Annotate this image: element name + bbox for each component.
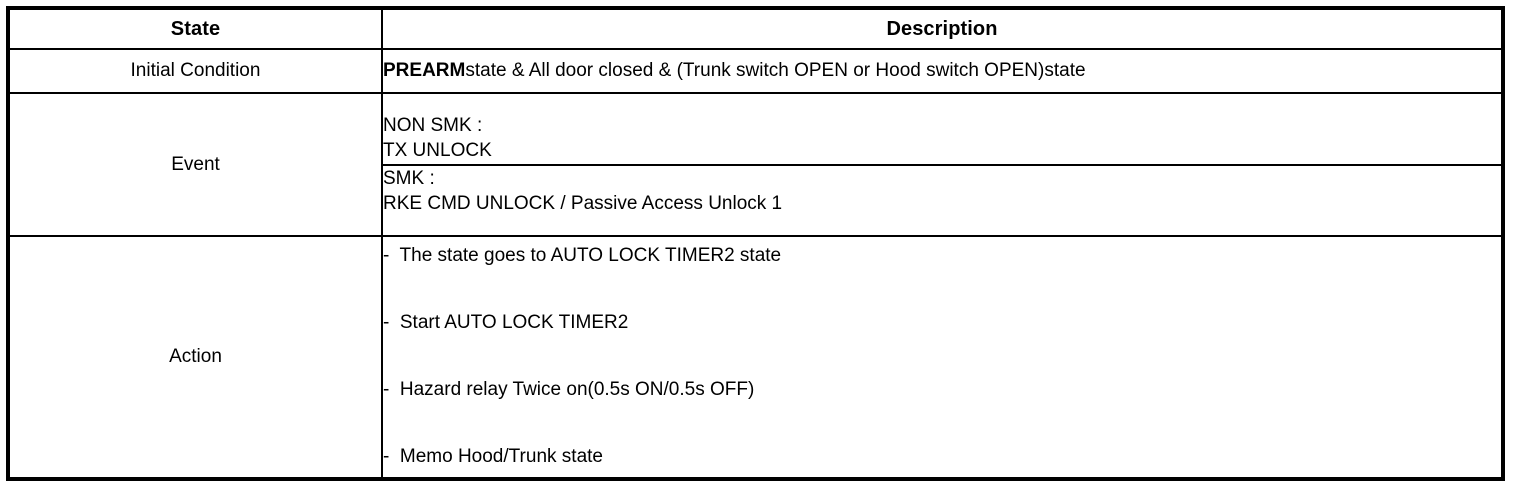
action-item: - Start AUTO LOCK TIMER2 [383, 312, 629, 334]
table-header-row: State Description [7, 7, 1504, 50]
row-description-action: - The state goes to AUTO LOCK TIMER2 sta… [381, 234, 1504, 481]
event-smk-cell: SMK : RKE CMD UNLOCK / Passive Access Un… [383, 164, 1501, 216]
row-description-event: NON SMK : TX UNLOCK SMK : RKE CMD UNLOCK… [381, 92, 1504, 237]
event-smk-detail: RKE CMD UNLOCK / Passive Access Unlock 1 [383, 192, 783, 214]
event-smk-title: SMK : [383, 167, 435, 189]
event-sub-table: NON SMK : TX UNLOCK SMK : RKE CMD UNLOCK… [383, 113, 1501, 216]
initial-condition-state-term: PREARM [383, 59, 466, 81]
table-row-event: Event NON SMK : TX UNLOCK SMK : [7, 92, 1504, 237]
initial-condition-description-text: state & All door closed & (Trunk switch … [465, 59, 1086, 81]
column-header-state: State [7, 7, 383, 50]
column-header-description: Description [381, 7, 1504, 50]
action-item: - Memo Hood/Trunk state [383, 445, 603, 467]
event-non-smk-cell: NON SMK : TX UNLOCK [383, 113, 1501, 166]
event-sub-row-smk: SMK : RKE CMD UNLOCK / Passive Access Un… [383, 164, 1501, 216]
action-item: - The state goes to AUTO LOCK TIMER2 sta… [383, 245, 782, 267]
event-non-smk-title: NON SMK : [383, 115, 483, 137]
row-label-action: Action [7, 234, 383, 481]
table-row-initial-condition: Initial Condition PREARMstate & All door… [7, 47, 1504, 95]
row-label-event: Event [7, 92, 383, 237]
action-item-list: - The state goes to AUTO LOCK TIMER2 sta… [383, 245, 1501, 468]
row-label-initial-condition: Initial Condition [7, 47, 383, 95]
event-non-smk-detail: TX UNLOCK [383, 140, 492, 162]
action-item: - Hazard relay Twice on(0.5s ON/0.5s OFF… [383, 378, 755, 400]
row-description-initial-condition: PREARMstate & All door closed & (Trunk s… [381, 47, 1504, 95]
table-row-action: Action - The state goes to AUTO LOCK TIM… [7, 234, 1504, 481]
event-sub-row-non-smk: NON SMK : TX UNLOCK [383, 113, 1501, 166]
state-description-table: State Description Initial Condition PREA… [6, 6, 1505, 481]
